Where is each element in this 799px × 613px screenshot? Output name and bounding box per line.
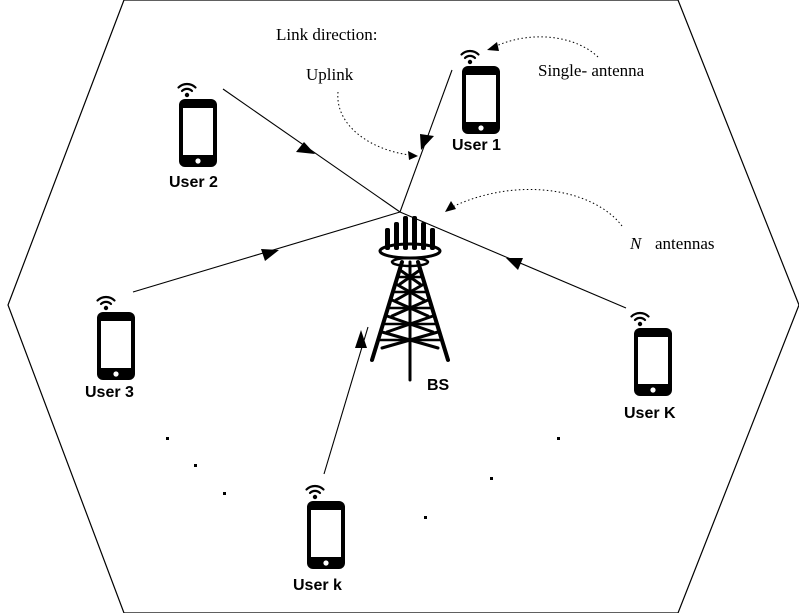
single-antenna-text: Single- antenna bbox=[538, 61, 645, 80]
hexagon-cell-boundary bbox=[7, 0, 799, 613]
user-1-label: User 1 bbox=[452, 137, 501, 154]
single-antenna-pointer-curve bbox=[493, 36, 599, 58]
smartphone-icon bbox=[634, 328, 672, 396]
user-k-small-label: User k bbox=[293, 577, 342, 594]
bs-label: BS bbox=[427, 377, 450, 394]
n-antennas-pointer-curve bbox=[451, 188, 623, 227]
arrowhead-icon bbox=[487, 42, 499, 51]
smartphone-icon bbox=[97, 312, 135, 380]
user-2-device bbox=[177, 82, 217, 167]
user-3-device bbox=[96, 295, 135, 380]
wifi-signal-icon bbox=[96, 295, 116, 312]
cell-tower-icon bbox=[370, 216, 450, 382]
link-user-k-small bbox=[323, 326, 369, 475]
arrowhead-icon bbox=[506, 258, 523, 270]
wifi-signal-icon bbox=[630, 311, 650, 328]
user-K-big-label: User K bbox=[624, 405, 676, 422]
uplink-pointer-curve bbox=[337, 91, 411, 156]
arrowhead-icon bbox=[355, 330, 367, 348]
n-antennas-text: antennas bbox=[655, 234, 714, 253]
annotation-arrowheads bbox=[408, 42, 499, 212]
user-1-device bbox=[460, 49, 500, 134]
wifi-signal-icon bbox=[460, 49, 480, 66]
ellipsis-dots bbox=[166, 437, 560, 519]
user-k-small-device bbox=[305, 484, 345, 569]
user-3-label: User 3 bbox=[85, 384, 134, 401]
arrowheads bbox=[261, 134, 523, 348]
arrowhead-icon bbox=[261, 249, 279, 261]
smartphone-icon bbox=[462, 66, 500, 134]
smartphone-icon bbox=[307, 501, 345, 569]
user-2-label: User 2 bbox=[169, 174, 218, 191]
link-direction-text: Link direction: bbox=[276, 25, 378, 44]
uplink-text: Uplink bbox=[306, 65, 354, 84]
user-K-big-device bbox=[630, 311, 672, 396]
arrowhead-icon bbox=[408, 151, 418, 160]
arrowhead-icon bbox=[296, 142, 315, 154]
wifi-signal-icon bbox=[177, 82, 197, 99]
smartphone-icon bbox=[179, 99, 217, 167]
arrowhead-icon bbox=[445, 201, 456, 212]
annotation-curves bbox=[337, 36, 623, 227]
arrowhead-icon bbox=[420, 134, 434, 150]
wifi-signal-icon bbox=[305, 484, 325, 501]
n-symbol-text: N bbox=[629, 234, 643, 253]
